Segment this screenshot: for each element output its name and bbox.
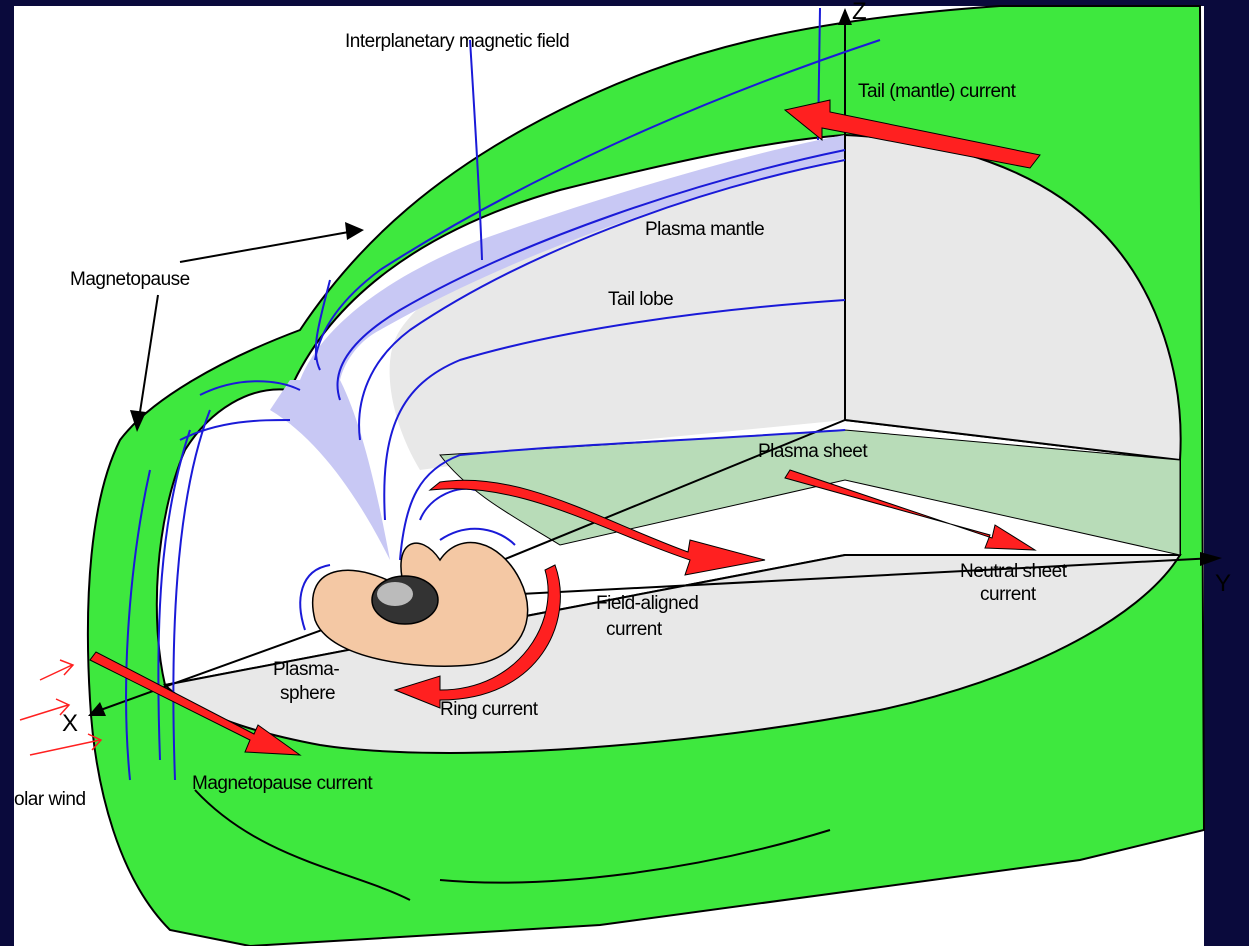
label-magnetopause-current: Magnetopause current [192, 774, 372, 793]
label-ring-current: Ring current [440, 700, 538, 719]
label-field-aligned-current-1: Field-aligned [596, 594, 698, 613]
label-neutral-sheet-current-1: Neutral sheet [960, 562, 1067, 581]
y-axis-arrow [1200, 552, 1222, 566]
label-magnetopause: Magnetopause [70, 270, 190, 289]
label-plasmasphere-2: sphere [280, 684, 335, 703]
label-plasma-mantle: Plasma mantle [645, 220, 764, 239]
label-plasma-sheet: Plasma sheet [758, 442, 867, 461]
earth-highlight [377, 582, 413, 606]
axis-label-z: Z [852, 0, 866, 24]
axis-label-y: Y [1215, 572, 1231, 596]
label-plasmasphere-1: Plasma- [273, 660, 339, 679]
label-field-aligned-current-2: current [606, 620, 662, 639]
label-tail-current: Tail (mantle) current [858, 82, 1015, 101]
label-solar-wind: olar wind [14, 790, 86, 809]
label-neutral-sheet-current-2: current [980, 585, 1036, 604]
label-interplanetary-field: Interplanetary magnetic field [345, 32, 569, 51]
axis-label-x: X [62, 712, 78, 736]
label-tail-lobe: Tail lobe [608, 290, 673, 309]
